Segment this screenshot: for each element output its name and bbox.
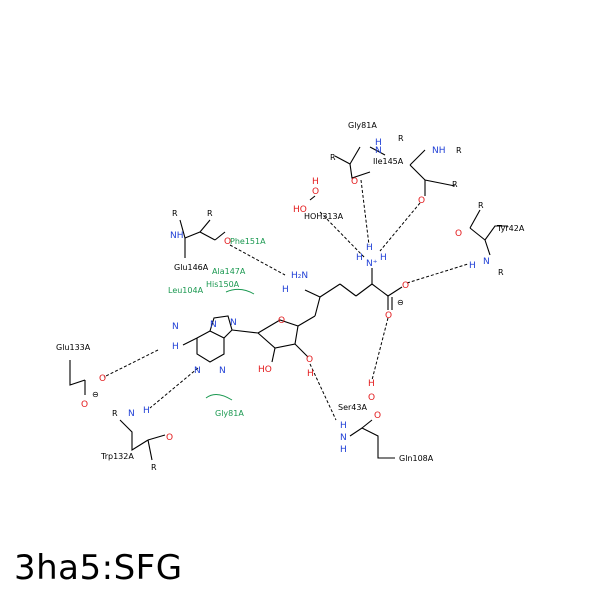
hydrophobic-leu104: Leu104A (168, 286, 204, 295)
trp132-r-label: R (112, 409, 118, 418)
tyr42-r2-label: R (498, 268, 504, 277)
residue-glu133: Glu133A (56, 343, 91, 352)
ring-n7-atom: N (210, 320, 217, 330)
ile145-nh-atom: NH (432, 146, 446, 156)
ribose-o3-atom: O (306, 355, 313, 365)
glu133-o1-atom: O (99, 374, 106, 384)
gln108-h-atom: H (340, 421, 347, 431)
ser43-h-atom: H (368, 379, 375, 389)
residue-gln108: Gln108A (399, 454, 434, 463)
trp132-h-atom: H (143, 406, 150, 416)
residue-bonds (69, 146, 508, 461)
ribose-ho-atom: HO (258, 365, 272, 375)
amine-n-atom: N (172, 322, 179, 332)
residue-ile145: Ile145A (373, 157, 404, 166)
glu133-minus-icon: ⊖ (92, 390, 99, 399)
tyr42-h-atom: H (469, 261, 476, 271)
hydrogen-bonds (103, 179, 469, 421)
sulfonium-h1-atom: H (356, 253, 363, 263)
trp132-r2-label: R (151, 463, 157, 472)
carboxyl-minus-icon: ⊖ (397, 298, 404, 307)
trp132-o-atom: O (166, 433, 173, 443)
residue-gly81: Gly81A (348, 121, 377, 130)
hoh-ho-atom: HO (293, 205, 307, 215)
residue-trp132: Trp132A (100, 452, 134, 461)
glu146-o-atom: O (224, 237, 231, 247)
ammonium-h-atom: H (282, 285, 289, 295)
glu133-o2-atom: O (81, 400, 88, 410)
diagram-title: 3ha5:SFG (14, 548, 183, 588)
gly81-o-atom: O (351, 177, 358, 187)
hydrophobic-phe151: Phe151A (230, 237, 266, 246)
gln108-n-atom: N (340, 433, 347, 443)
residue-glu146: Glu146A (174, 263, 209, 272)
residue-ser43: Ser43A (338, 403, 367, 412)
residue-hoh313: HOH313A (304, 212, 344, 221)
tyr42-n-atom: N (483, 257, 490, 267)
ligand-sfg (182, 268, 403, 363)
hydrophobic-ala147: Ala147A (212, 267, 246, 276)
ammonium-n-atom: H₂N (291, 271, 308, 281)
carboxyl-o2-atom: O (385, 311, 392, 321)
glu146-r2-label: R (207, 209, 213, 218)
ser43-o-atom: O (368, 393, 375, 403)
glu146-nh-atom: NH (170, 231, 184, 241)
gly81-r-label: R (330, 153, 336, 162)
sulfonium-n-atom: N⁺ (366, 259, 378, 269)
ring-n1-atom: N (194, 366, 201, 376)
sulfonium-h2-atom: H (380, 253, 387, 263)
glu146-r-label: R (172, 209, 178, 218)
gly81-r2-label: R (398, 134, 404, 143)
hydrophobic-names: Phe151A Ala147A His150A Leu104A Gly81A (168, 237, 266, 418)
ile145-r-label: R (456, 146, 462, 155)
gln108-h2-atom: H (340, 445, 347, 455)
ligand-atom-labels: N H N N N N O HO O H H₂N H N⁺ H H H O O … (172, 243, 409, 379)
ring-n3-atom: N (219, 366, 226, 376)
gly81-h-atom: H (375, 138, 382, 148)
tyr42-r-label: R (478, 201, 484, 210)
hoh-h1-atom: H (312, 177, 319, 187)
amine-h-atom: H (172, 342, 179, 352)
gly81-n-atom: N (375, 146, 382, 156)
ribose-o-atom: O (278, 316, 285, 326)
hydrophobic-contacts (205, 288, 255, 401)
residue-atom-labels: R O N H R NH R O R O H HO O R N H R R R … (81, 134, 504, 472)
sulfonium-h3-atom: H (366, 243, 373, 253)
hydrophobic-gly81: Gly81A (215, 409, 244, 418)
ile145-o-atom: O (418, 196, 425, 206)
ile145-r2-label: R (452, 180, 458, 189)
hoh-o1-atom: O (312, 187, 319, 197)
carboxyl-o1-atom: O (402, 281, 409, 291)
ribose-h3-atom: H (307, 369, 314, 379)
residue-names: Gly81A Ile145A HOH313A Tyr42A Glu146A Gl… (56, 121, 525, 463)
gln108-o-atom: O (374, 411, 381, 421)
hydrophobic-his150: His150A (206, 280, 240, 289)
ring-n9-atom: N (230, 318, 237, 328)
residue-tyr42: Tyr42A (496, 224, 525, 233)
trp132-n-atom: N (128, 409, 135, 419)
tyr42-o-atom: O (455, 229, 462, 239)
